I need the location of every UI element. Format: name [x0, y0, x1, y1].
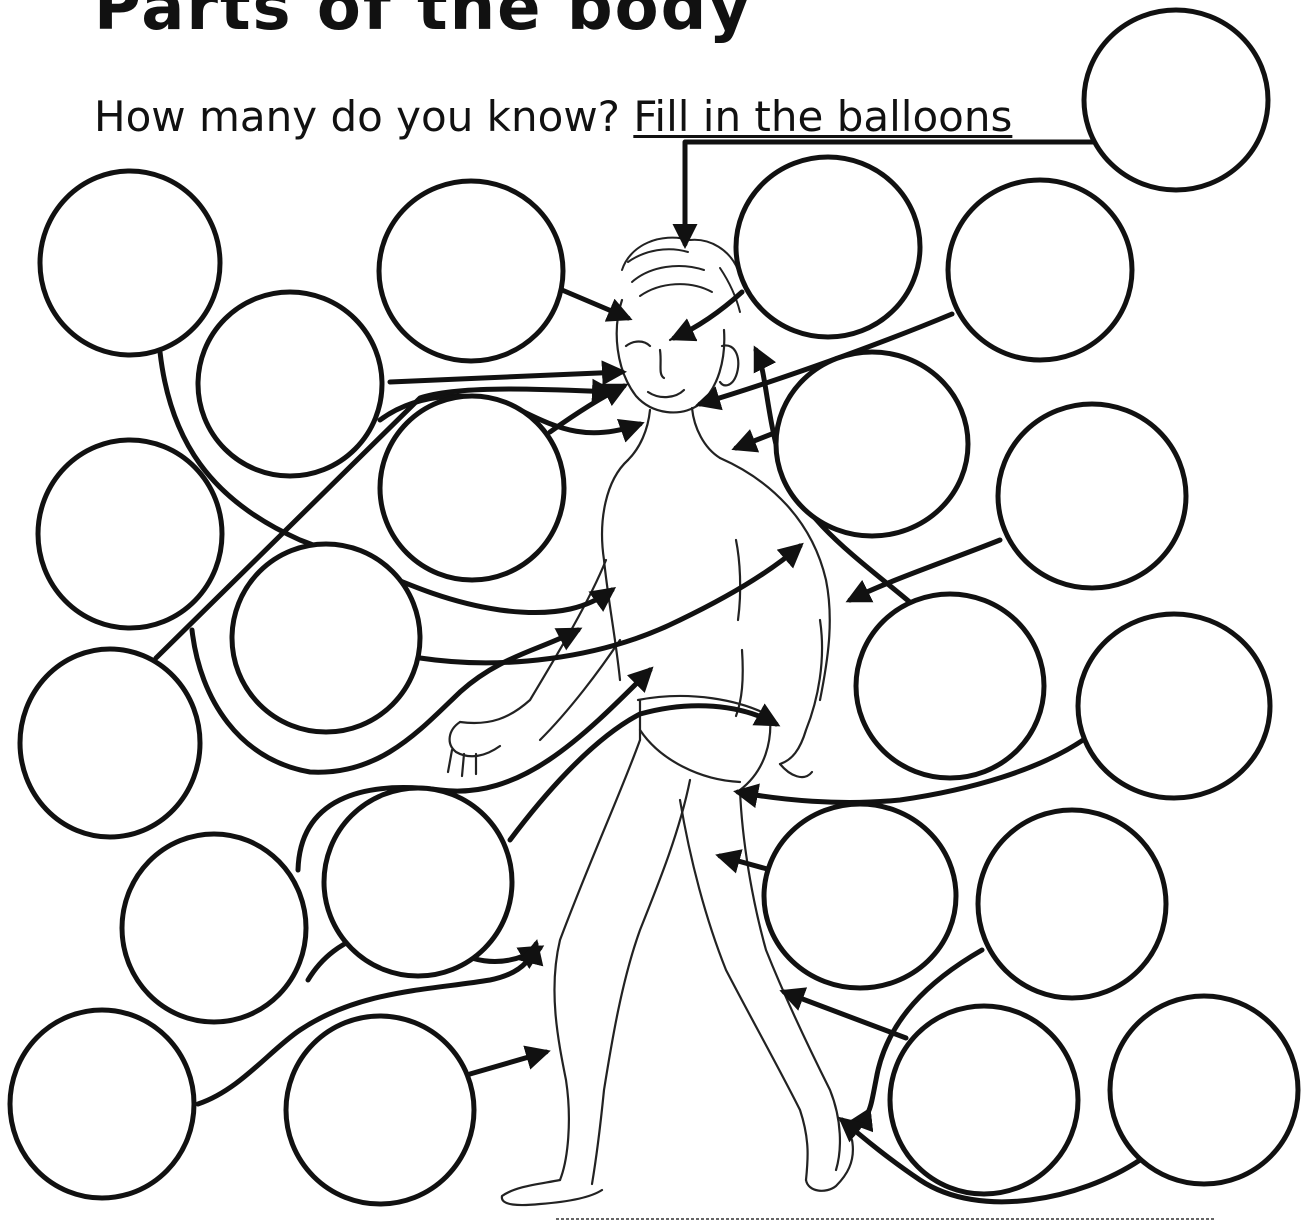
balloons [10, 10, 1298, 1204]
answer-balloon-5[interactable] [198, 292, 382, 476]
instruction-lead: How many do you know? [94, 92, 633, 141]
boy-figure [448, 238, 853, 1205]
answer-balloon-4[interactable] [948, 180, 1132, 360]
answer-balloon-2[interactable] [379, 181, 563, 361]
answer-balloon-22[interactable] [1084, 10, 1268, 190]
answer-balloon-19[interactable] [286, 1016, 474, 1204]
answer-balloon-6[interactable] [380, 396, 564, 580]
answer-balloon-10[interactable] [232, 544, 420, 732]
answer-balloon-1[interactable] [40, 171, 220, 355]
answer-balloon-18[interactable] [10, 1010, 194, 1198]
instruction-underlined: Fill in the balloons [633, 92, 1012, 141]
answer-balloon-20[interactable] [890, 1006, 1078, 1194]
instruction-text: How many do you know? Fill in the balloo… [94, 92, 1012, 142]
answer-balloon-13[interactable] [1078, 614, 1270, 798]
answer-balloon-3[interactable] [736, 157, 920, 337]
answer-balloon-8[interactable] [38, 440, 222, 628]
answer-balloon-21[interactable] [1110, 996, 1298, 1184]
answer-balloon-15[interactable] [122, 834, 306, 1022]
answer-balloon-14[interactable] [324, 788, 512, 976]
answer-balloon-7[interactable] [776, 352, 968, 536]
answer-balloon-9[interactable] [998, 404, 1186, 588]
answer-balloon-12[interactable] [856, 594, 1044, 778]
answer-balloon-17[interactable] [978, 810, 1166, 998]
answer-balloon-11[interactable] [20, 649, 200, 837]
answer-balloon-16[interactable] [764, 804, 956, 988]
page-title: Parts of the body [94, 0, 752, 40]
